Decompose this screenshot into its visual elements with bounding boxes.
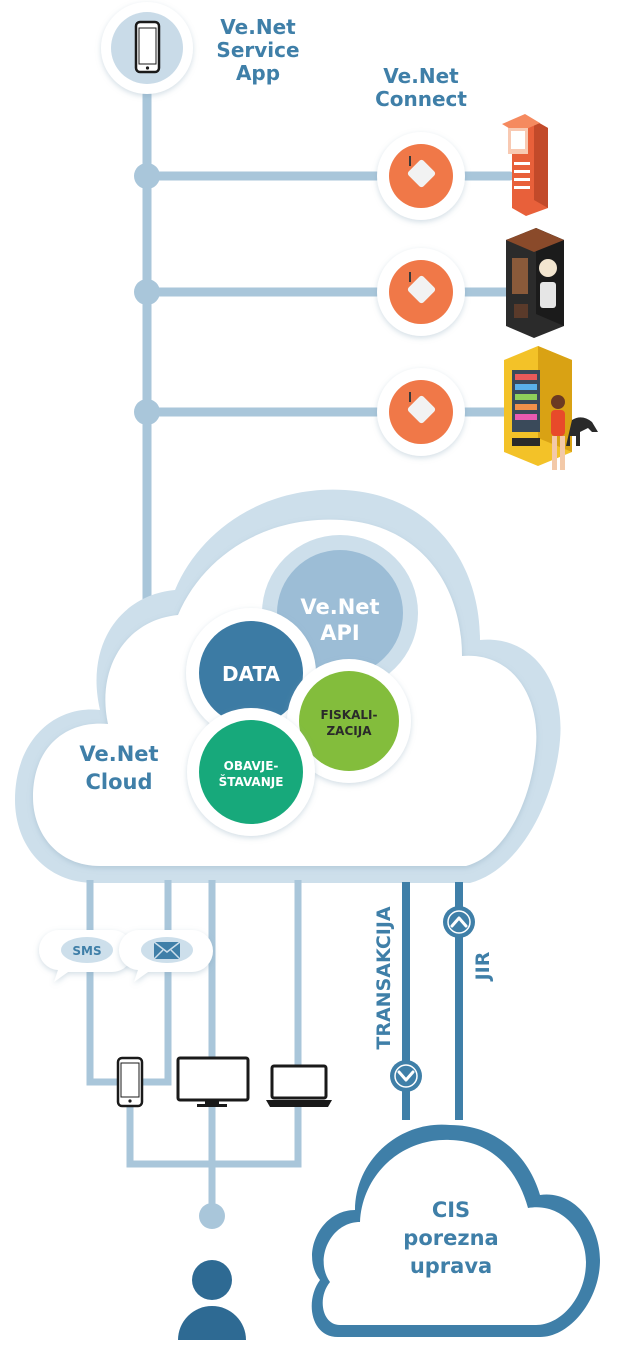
service-app-label-1: Ve.Net	[220, 15, 296, 39]
transakcija-label: TRANSAKCIJA	[373, 906, 395, 1050]
service-app-badge	[101, 2, 193, 94]
cis-label-1: CIS	[432, 1198, 470, 1222]
fiskalizacija-bubble: FISKALI- ZACIJA	[287, 659, 411, 783]
client-laptop-icon	[266, 1064, 332, 1107]
fiskalizacija-label-1: FISKALI-	[321, 708, 378, 722]
fiskalizacija-label-2: ZACIJA	[326, 724, 372, 738]
cloud-label: Ve.Net Cloud	[79, 742, 158, 794]
chevron-down-icon	[397, 1070, 415, 1082]
service-app-label-2: Service	[216, 38, 299, 62]
cis-label: CIS porezna uprava	[403, 1198, 498, 1278]
smartphone-icon	[134, 20, 161, 74]
sms-label: SMS	[72, 944, 101, 958]
connect-module-3	[377, 368, 465, 456]
obavjestavanje-label-1: OBAVJE-	[224, 759, 279, 773]
api-label-2: API	[320, 621, 359, 645]
data-label: DATA	[222, 662, 281, 686]
cloud-label-1: Ve.Net	[79, 742, 158, 766]
client-lines	[86, 880, 302, 1205]
jir-label: JIR	[472, 951, 494, 982]
client-monitor-icon	[176, 1056, 250, 1107]
coffee-machine-icon	[506, 228, 564, 338]
service-app-label-3: App	[236, 61, 280, 85]
client-smartphone-icon	[116, 1056, 144, 1108]
connect-device-icon	[407, 156, 436, 188]
user-junction-dot	[199, 1203, 225, 1229]
chevron-up-icon	[450, 916, 468, 928]
ticket-kiosk-icon	[502, 114, 548, 216]
sms-bubble: SMS	[38, 929, 133, 982]
service-app-label: Ve.Net Service App	[216, 15, 299, 85]
connect-device-icon	[407, 272, 436, 304]
cis-label-2: porezna	[403, 1226, 498, 1250]
person-figure	[550, 395, 567, 476]
data-bubble: DATA	[186, 608, 316, 738]
cis-label-3: uprava	[410, 1254, 492, 1278]
user-icon	[178, 1260, 246, 1340]
obavjestavanje-bubble: OBAVJE- ŠTAVANJE	[187, 708, 315, 836]
obavjestavanje-label-2: ŠTAVANJE	[219, 774, 284, 789]
connect-device-icon	[407, 392, 436, 424]
connect-label: Ve.Net Connect	[375, 64, 467, 111]
arrow-down-badge	[390, 1060, 422, 1092]
email-bubble	[118, 929, 213, 982]
snack-machine-icon	[504, 346, 598, 476]
cis-cloud	[311, 1124, 600, 1337]
junction-dots	[134, 163, 160, 425]
connect-label-1: Ve.Net	[383, 64, 459, 88]
dog-figure	[566, 417, 598, 446]
arrow-up-badge	[443, 906, 475, 938]
cloud-label-2: Cloud	[85, 770, 152, 794]
envelope-icon	[153, 941, 181, 960]
connect-module-2	[377, 248, 465, 336]
connect-module-1	[377, 132, 465, 220]
api-label-1: Ve.Net	[300, 595, 379, 619]
connect-label-2: Connect	[375, 87, 467, 111]
